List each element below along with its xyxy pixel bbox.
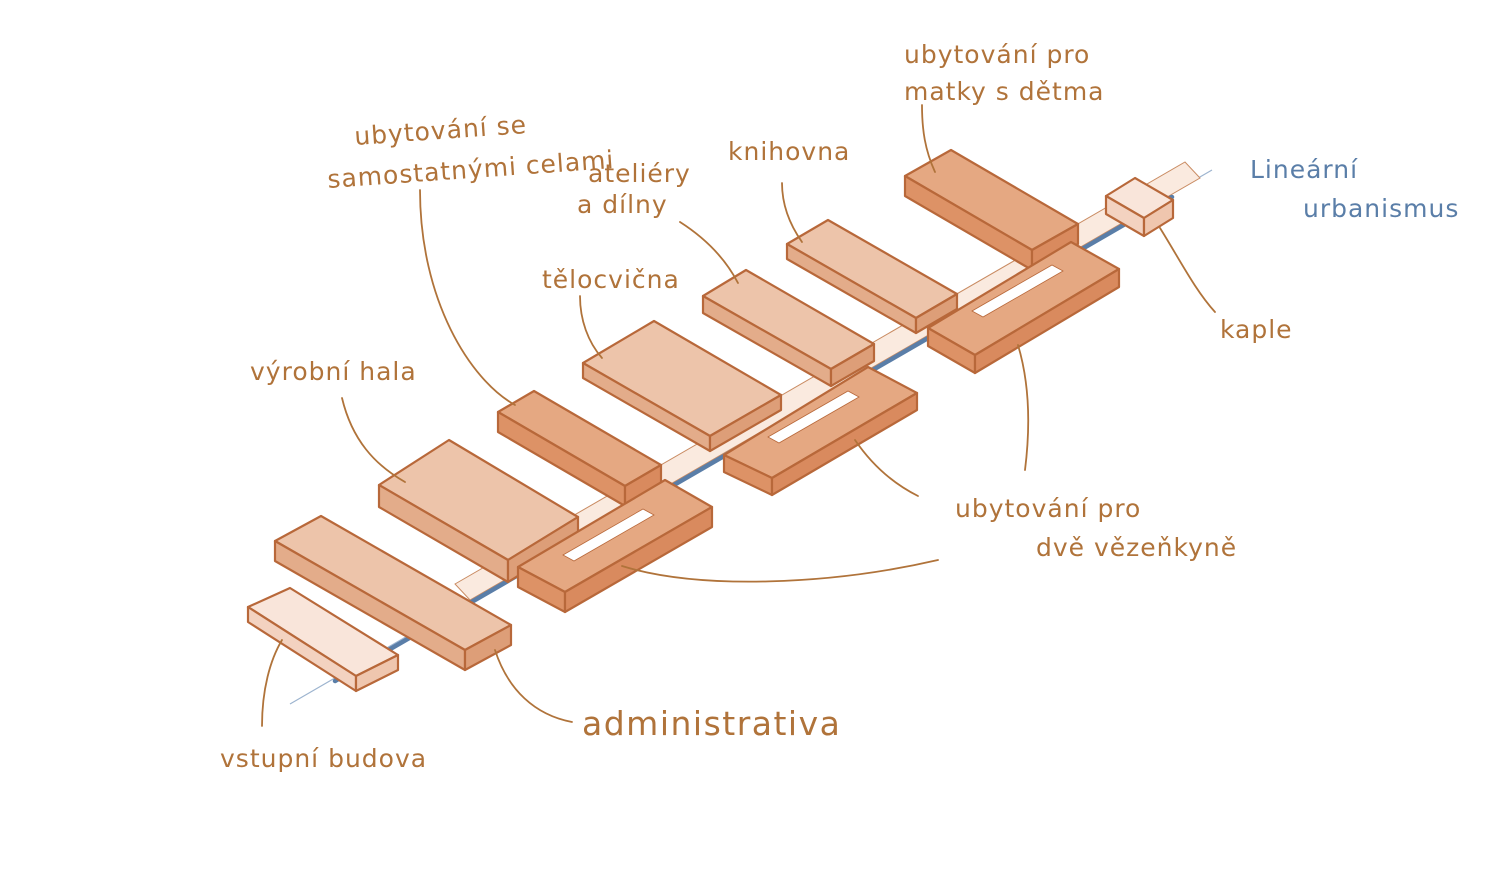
leader-dve-vezenkyne-1 bbox=[621, 559, 939, 583]
leader-vyrobni-hala bbox=[341, 397, 406, 483]
building-telocvicna bbox=[581, 319, 783, 453]
leader-telocvicna bbox=[579, 295, 603, 359]
leader-dve-vezenkyne-2 bbox=[854, 439, 919, 497]
building-dve-vezenkyne-2 bbox=[722, 365, 919, 497]
label-dve-vezenkyne-line2: dvě vězeňkyně bbox=[1036, 533, 1237, 562]
label-linearni-line2: urbanismus bbox=[1303, 194, 1459, 223]
label-matky-line2: matky s dětma bbox=[904, 77, 1105, 106]
label-telocvicna: tělocvična bbox=[542, 265, 680, 294]
building-vstupni-budova bbox=[246, 586, 400, 693]
building-knihovna bbox=[785, 218, 959, 335]
leader-vstupni-budova bbox=[261, 639, 283, 727]
label-kaple: kaple bbox=[1220, 315, 1293, 344]
building-kaple bbox=[1104, 176, 1175, 238]
building-ateliery bbox=[701, 268, 876, 388]
label-ubytovani-celami-line2: samostatnými celami bbox=[326, 145, 615, 194]
leader-ubytovani-celami bbox=[419, 189, 516, 406]
label-vyrobni-hala: výrobní hala bbox=[250, 357, 417, 386]
label-administrativa: administrativa bbox=[582, 704, 841, 743]
leader-knihovna bbox=[781, 182, 803, 243]
building-dve-vezenkyne-1 bbox=[516, 478, 714, 614]
label-ateliery-line2: a dílny bbox=[577, 190, 668, 219]
building-dve-vezenkyne-3 bbox=[926, 240, 1121, 375]
label-dve-vezenkyne-line1: ubytování pro bbox=[955, 494, 1141, 523]
building-matky bbox=[903, 148, 1080, 272]
building-ubytovani-celami bbox=[496, 389, 663, 508]
leader-matky bbox=[921, 104, 936, 173]
label-matky-line1: ubytování pro bbox=[904, 40, 1090, 69]
label-knihovna: knihovna bbox=[728, 137, 850, 166]
building-vyrobni-hala bbox=[377, 438, 580, 584]
label-linearni-line1: Lineární bbox=[1250, 155, 1358, 184]
leader-administrativa bbox=[494, 649, 573, 723]
label-ubytovani-celami-line1: ubytování se bbox=[353, 110, 527, 151]
label-ateliery-line1: ateliéry bbox=[588, 159, 691, 188]
leader-kaple bbox=[1159, 227, 1216, 313]
leader-lines bbox=[261, 104, 1216, 727]
leader-dve-vezenkyne-3 bbox=[1017, 344, 1030, 471]
label-vstupni-budova: vstupní budova bbox=[220, 744, 427, 773]
leader-ateliery bbox=[679, 221, 739, 284]
building-administrativa bbox=[273, 514, 513, 672]
